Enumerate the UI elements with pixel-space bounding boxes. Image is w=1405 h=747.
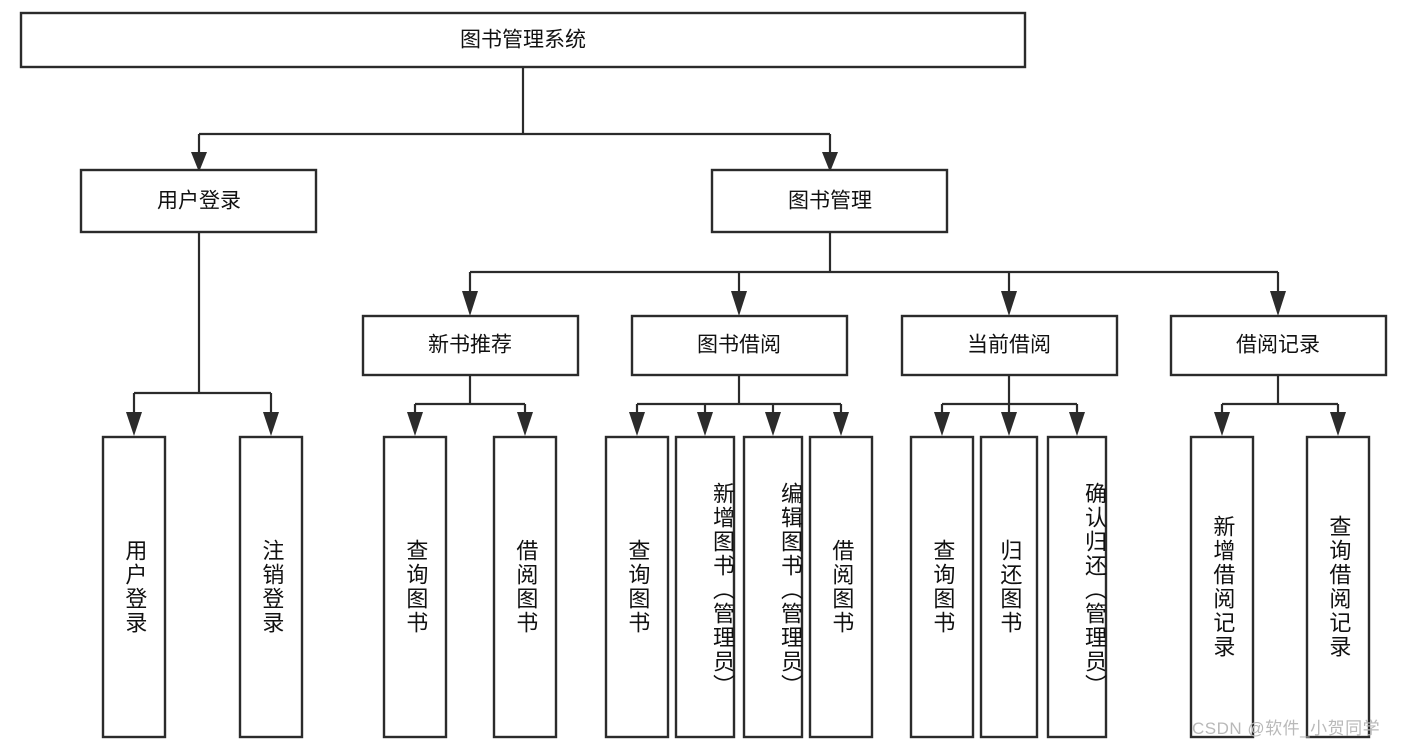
arrowhead-leaf-borrow-book-2 [833, 412, 849, 436]
node-leaf-query-record[interactable] [1305, 435, 1371, 739]
arrowhead-leaf-query-book-3 [934, 412, 950, 436]
node-book-borrow[interactable] [630, 314, 849, 377]
node-leaf-return-book[interactable] [979, 435, 1039, 739]
arrowhead-bookmanage [822, 152, 838, 172]
node-leaf-query-book-2[interactable] [604, 435, 670, 739]
node-current-borrow-label: 当前借阅 [967, 334, 1051, 357]
node-user-login-label: 用户登录 [157, 190, 241, 213]
arrowhead-leaf-logout [263, 412, 279, 436]
arrowhead-leaf-borrow-book-1 [517, 412, 533, 436]
node-book-manage-label: 图书管理 [788, 190, 872, 213]
arrowhead-newbook [462, 291, 478, 316]
arrowhead-leaf-confirm-return [1069, 412, 1085, 436]
node-layer [19, 11, 1388, 739]
node-new-book-recommend[interactable] [361, 314, 580, 377]
node-book-manage[interactable] [710, 168, 949, 234]
node-leaf-add-record[interactable] [1189, 435, 1255, 739]
arrowhead-leaf-return-book [1001, 412, 1017, 436]
node-borrow-record[interactable] [1169, 314, 1388, 377]
node-user-login[interactable] [79, 168, 318, 234]
node-leaf-user-login[interactable] [101, 435, 167, 739]
node-root[interactable] [19, 11, 1027, 69]
arrowhead-leaf-query-record [1330, 412, 1346, 436]
arrowhead-leaf-query-book-1 [407, 412, 423, 436]
arrowhead-leaf-edit-book-admin [765, 412, 781, 436]
arrowhead-bookborrow [731, 291, 747, 316]
arrowhead-leaf-query-book-2 [629, 412, 645, 436]
node-leaf-confirm-return-admin[interactable] [1046, 435, 1108, 739]
label-layer: 图书管理系统 用户登录 图书管理 新书推荐 图书借阅 当前借阅 借阅记录 [157, 29, 1320, 357]
connector-layer [126, 67, 1346, 436]
node-book-borrow-label: 图书借阅 [697, 334, 781, 357]
node-borrow-record-label: 借阅记录 [1236, 334, 1320, 357]
node-leaf-logout[interactable] [238, 435, 304, 739]
node-leaf-borrow-book-2[interactable] [808, 435, 874, 739]
node-leaf-edit-book-admin[interactable] [742, 435, 804, 739]
arrowhead-borrowrecord [1270, 291, 1286, 316]
csdn-watermark: CSDN @软件_小贺同学 [1192, 719, 1381, 738]
node-leaf-add-book-admin[interactable] [674, 435, 736, 739]
node-leaf-query-book-3[interactable] [909, 435, 975, 739]
arrowhead-userlogin [191, 152, 207, 172]
arrowhead-currentborrow [1001, 291, 1017, 316]
node-leaf-borrow-book-1[interactable] [492, 435, 558, 739]
node-root-label: 图书管理系统 [460, 29, 586, 52]
arrowhead-leaf-user-login [126, 412, 142, 436]
node-new-book-recommend-label: 新书推荐 [428, 334, 512, 357]
node-current-borrow[interactable] [900, 314, 1119, 377]
arrowhead-leaf-add-record [1214, 412, 1230, 436]
node-leaf-query-book-1[interactable] [382, 435, 448, 739]
arrowhead-leaf-add-book-admin [697, 412, 713, 436]
